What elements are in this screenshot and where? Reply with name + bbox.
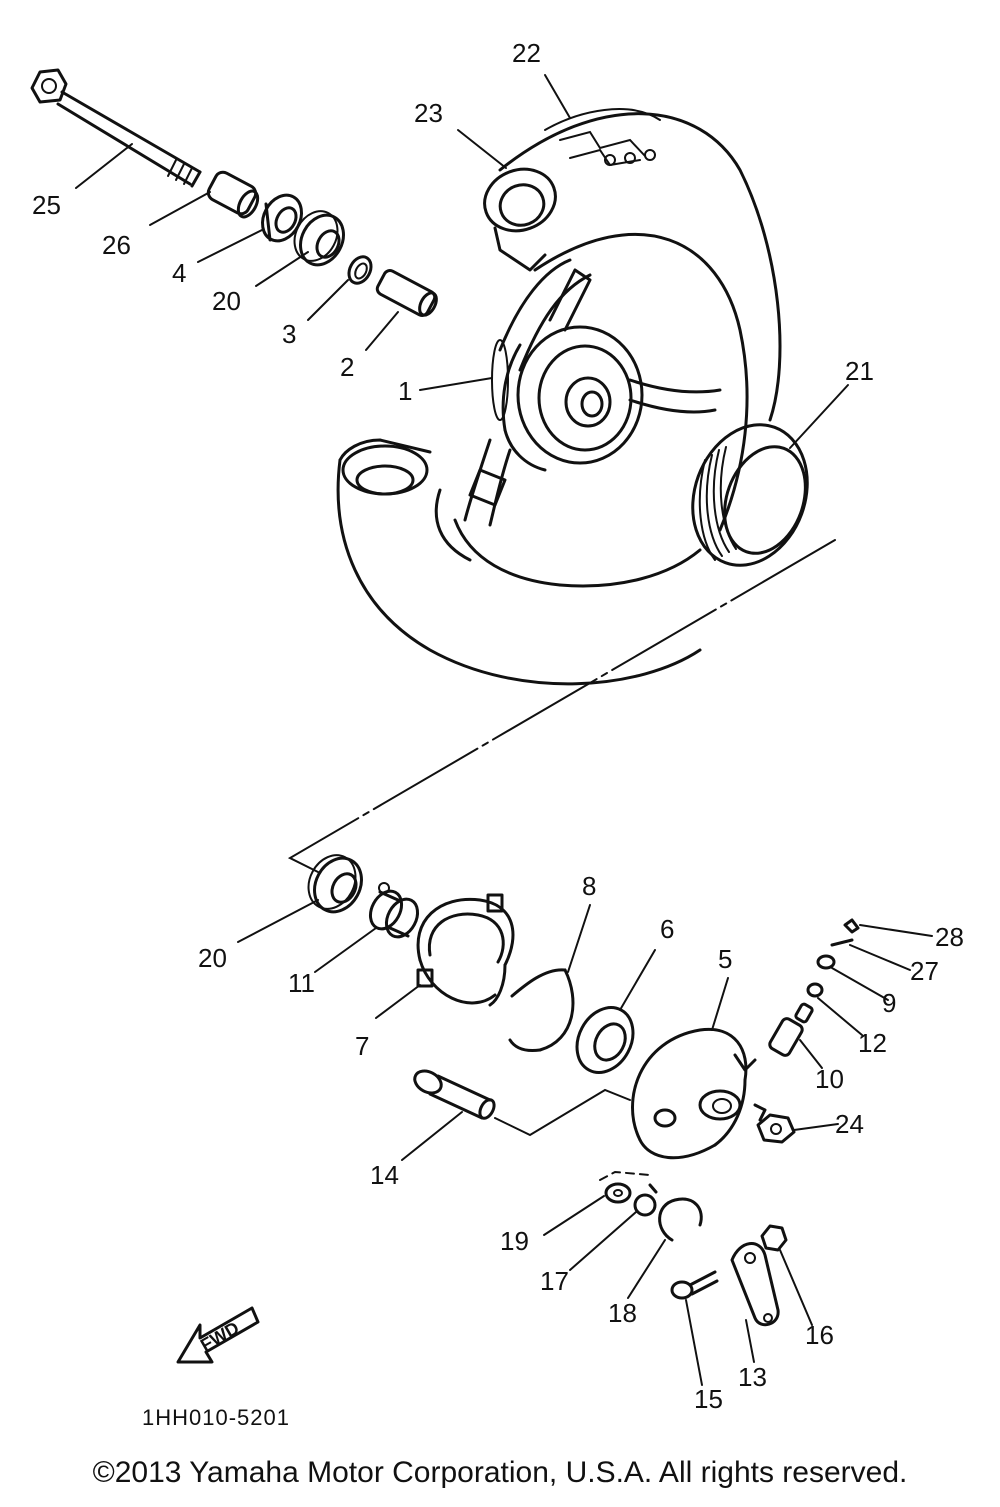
part-label-11: 11	[288, 968, 315, 998]
collar-lower	[368, 882, 420, 939]
wheel-assembly	[336, 108, 782, 686]
meter-drive	[768, 918, 860, 1057]
part-label-10: 10	[815, 1064, 844, 1094]
part-label-9: 9	[882, 988, 896, 1018]
spacer	[375, 268, 438, 318]
diagram-code: 1HH010-5201	[142, 1405, 290, 1430]
part-label-14: 14	[370, 1160, 399, 1190]
leader-lines	[75, 74, 933, 1386]
collar	[206, 170, 260, 219]
part-label-19: 19	[500, 1226, 529, 1256]
part-label-18: 18	[608, 1298, 637, 1328]
part-label-6: 6	[660, 914, 674, 944]
washer-19	[604, 1182, 632, 1204]
part-label-15: 15	[694, 1384, 723, 1414]
part-label-26: 26	[102, 230, 131, 260]
part-label-2: 2	[340, 352, 354, 382]
part-label-28: 28	[935, 922, 964, 952]
part-label-8: 8	[582, 871, 596, 901]
circlip	[347, 255, 373, 285]
spring	[508, 968, 575, 1052]
part-label-3: 3	[282, 319, 296, 349]
part-label-16: 16	[805, 1320, 834, 1350]
part-label-5: 5	[718, 944, 732, 974]
camshaft-lever-13	[730, 1242, 780, 1327]
nut-16	[760, 1224, 788, 1252]
circlip-18	[658, 1197, 703, 1242]
bearing-lower	[307, 854, 363, 914]
part-label-20-upper: 20	[212, 286, 241, 316]
part-label-12: 12	[858, 1028, 887, 1058]
part-label-23: 23	[414, 98, 443, 128]
fwd-label: FWD	[197, 1318, 242, 1356]
bolt-15	[670, 1270, 719, 1300]
part-label-22: 22	[512, 38, 541, 68]
tube	[691, 423, 809, 567]
part-label-24: 24	[835, 1109, 864, 1139]
part-label-4: 4	[172, 258, 186, 288]
brake-shoe	[416, 893, 515, 1007]
copyright-notice: ©2013 Yamaha Motor Corporation, U.S.A. A…	[92, 1456, 908, 1489]
part-label-27: 27	[910, 956, 939, 986]
part-label-1: 1	[398, 376, 412, 406]
part-label-17: 17	[540, 1266, 569, 1296]
brake-camshaft	[413, 1069, 496, 1120]
forward-arrow: FWD	[176, 1306, 260, 1364]
brake-shoe-plate	[631, 1027, 767, 1160]
part-labels: 1 2 3 4 5 6 7 8 9 10 11 12 13 14 15 16 1…	[32, 38, 964, 1414]
oil-seal-lower	[575, 1006, 635, 1074]
bearing-upper	[293, 210, 345, 267]
part-label-25: 25	[32, 190, 61, 220]
part-label-7: 7	[355, 1031, 369, 1061]
part-label-20-lower: 20	[198, 943, 227, 973]
axle-shaft	[30, 68, 202, 188]
part-label-21: 21	[845, 356, 874, 386]
part-label-13: 13	[738, 1362, 767, 1392]
indicator-plate-17	[633, 1183, 658, 1217]
axle-nut	[756, 1113, 796, 1144]
exploded-wheel-diagram: FWD 1 2 3 4 5	[30, 38, 964, 1430]
